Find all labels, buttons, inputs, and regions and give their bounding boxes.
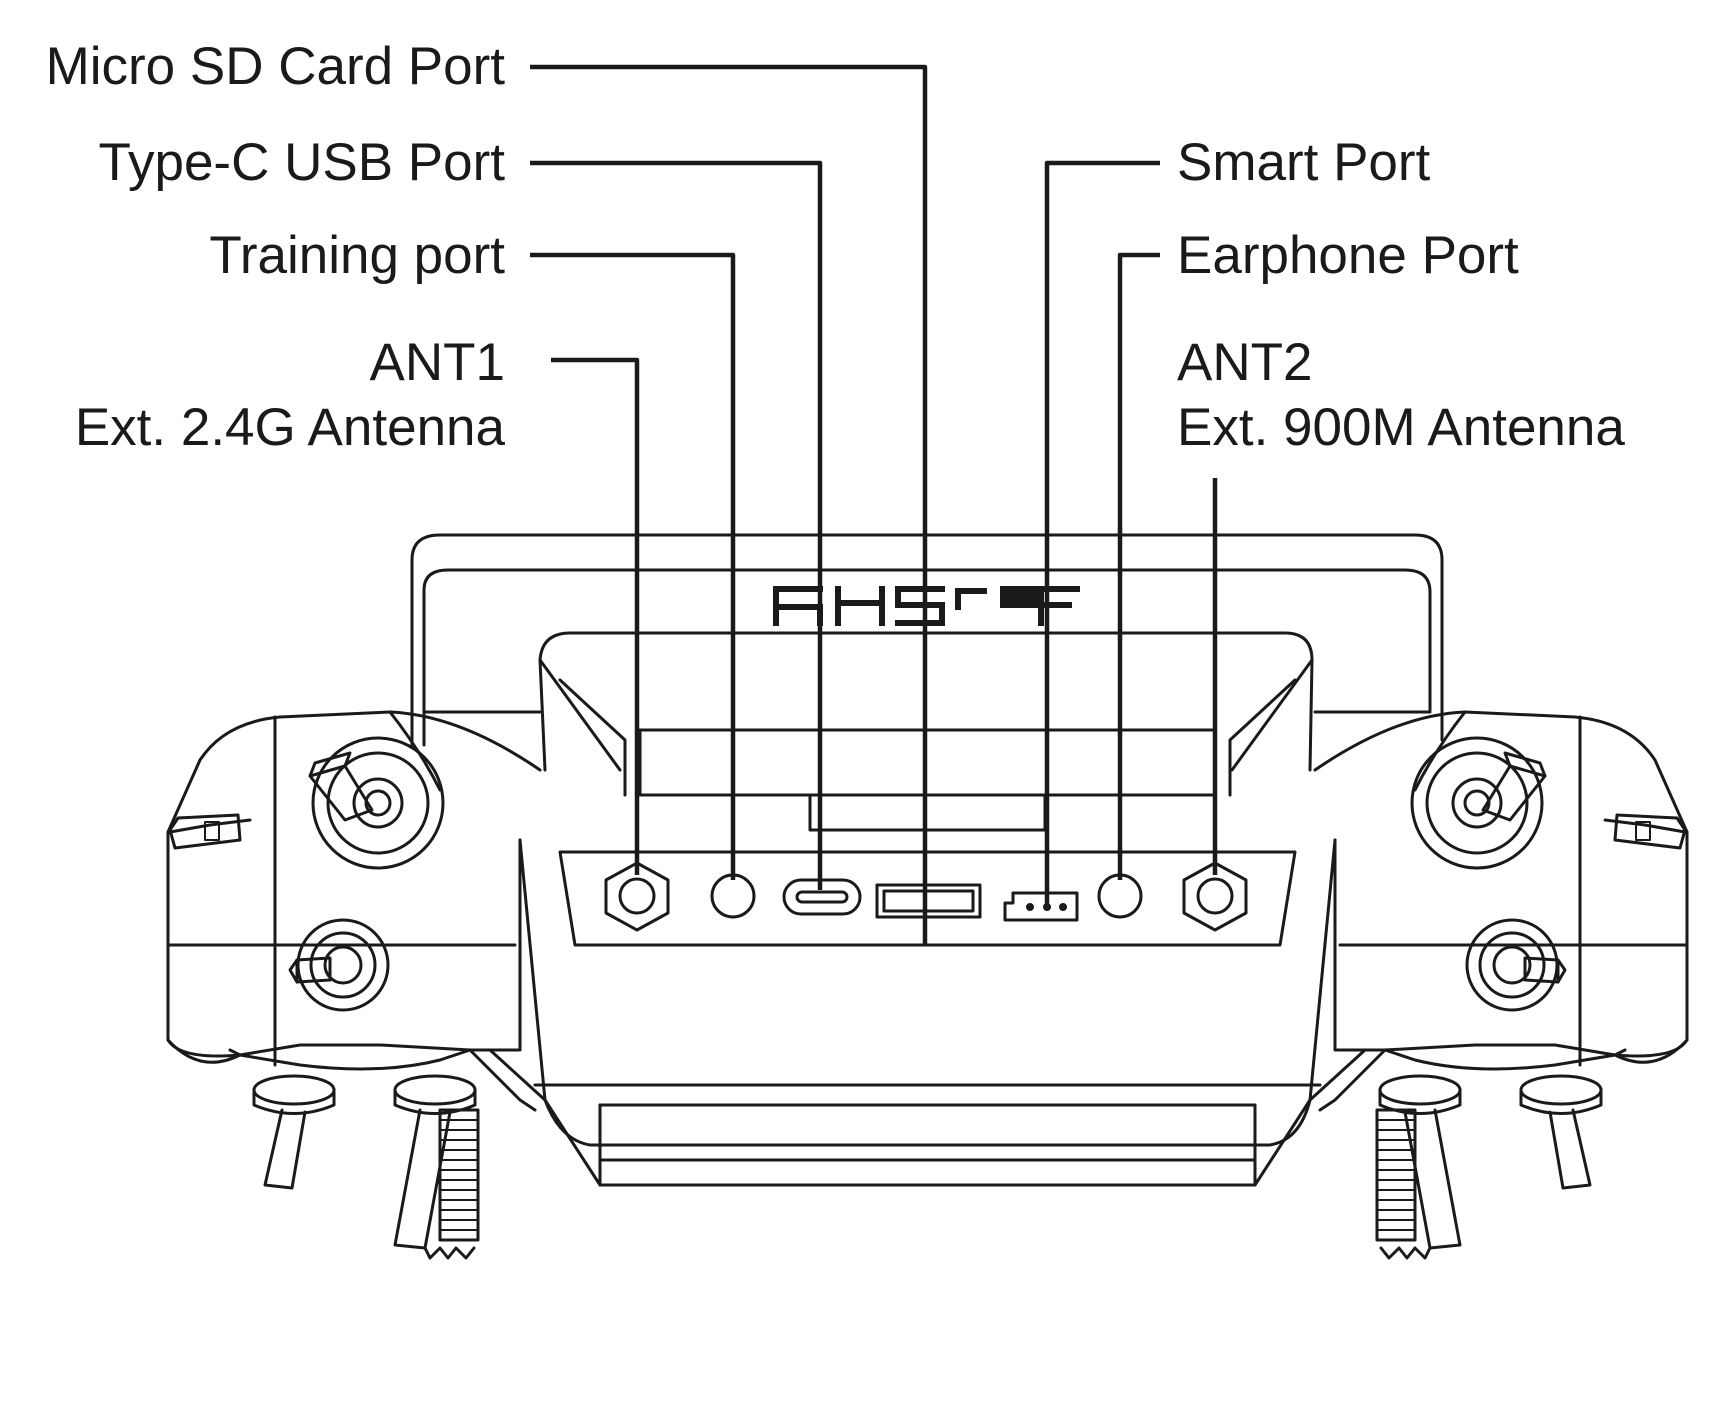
ant2-port-icon — [1182, 861, 1248, 932]
label-training-port: Training port — [209, 226, 505, 285]
micro-sd-port-icon — [875, 883, 982, 919]
label-ant1-antenna: Ext. 2.4G Antenna — [74, 398, 505, 457]
central-body — [518, 838, 1337, 1187]
left-grip — [166, 710, 547, 1260]
leader-type-c — [530, 160, 823, 890]
label-ant1: ANT1 — [369, 333, 505, 392]
ports — [604, 861, 1248, 932]
ant1-port-icon — [604, 861, 670, 932]
label-ant2: ANT2 — [1177, 333, 1313, 392]
leader-ant1 — [551, 357, 640, 875]
label-smart-port: Smart Port — [1177, 133, 1431, 192]
right-grip — [1308, 710, 1689, 1260]
leader-earphone — [1117, 252, 1160, 880]
label-earphone-port: Earphone Port — [1177, 226, 1519, 285]
leader-micro-sd — [530, 64, 928, 945]
leader-lines — [530, 64, 1218, 945]
smart-port-icon — [1003, 891, 1079, 922]
earphone-port-icon — [1097, 873, 1143, 919]
leader-smart — [1044, 160, 1160, 905]
top-handle — [410, 533, 1444, 832]
leader-training — [530, 252, 736, 880]
label-ant2-antenna: Ext. 900M Antenna — [1177, 398, 1625, 457]
type-c-port-icon — [782, 878, 862, 916]
label-micro-sd-card-port: Micro SD Card Port — [45, 37, 505, 96]
training-port-icon — [710, 873, 756, 919]
frsky-logo — [773, 586, 1080, 626]
label-type-c-usb-port: Type-C USB Port — [98, 133, 505, 192]
